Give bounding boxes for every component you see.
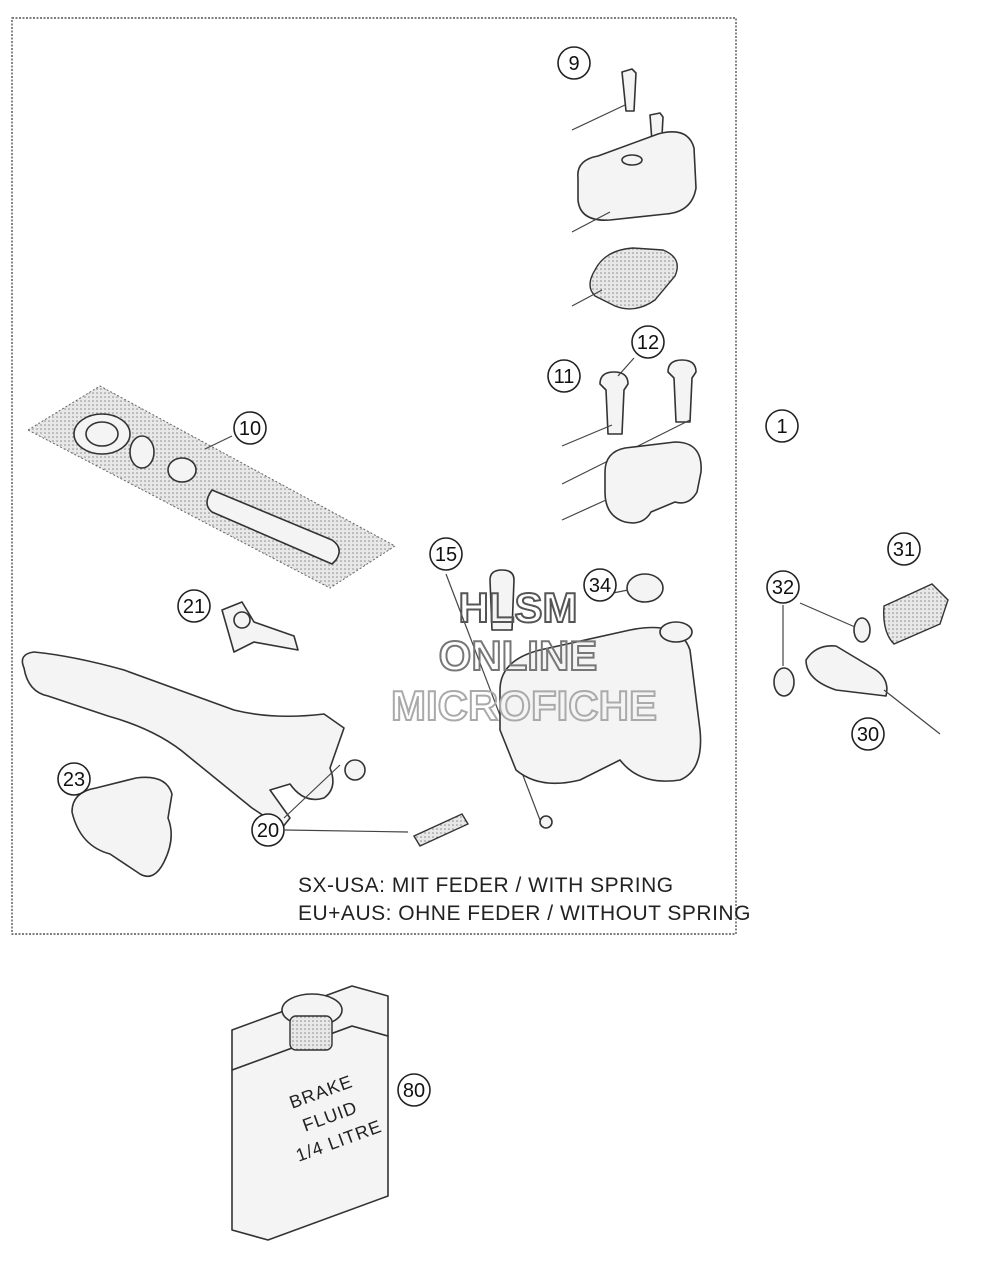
svg-text:15: 15 xyxy=(435,544,457,566)
callout-80: 80 xyxy=(397,1073,431,1107)
callout-30: 30 xyxy=(851,717,885,751)
watermark-line-3: MICROFICHE xyxy=(391,682,657,729)
pivot-bolt-adjuster xyxy=(221,601,299,653)
lever-clamp-cover xyxy=(71,776,173,878)
handlebar-clamp xyxy=(604,441,702,524)
callout-11: 11 xyxy=(547,359,581,393)
callout-15: 15 xyxy=(429,537,463,571)
master-cylinder-screw xyxy=(445,569,553,829)
callout-9: 9 xyxy=(557,46,591,80)
svg-text:31: 31 xyxy=(893,539,915,561)
note-line-1: SX-USA: MIT FEDER / WITH SPRING xyxy=(298,874,674,897)
brake-fluid-bottle xyxy=(231,985,389,1241)
svg-text:10: 10 xyxy=(239,418,261,440)
svg-text:20: 20 xyxy=(257,820,279,842)
callout-32: 32 xyxy=(766,570,800,604)
repair-kit xyxy=(26,385,396,589)
master-cylinder-body xyxy=(499,626,702,785)
svg-text:12: 12 xyxy=(637,332,659,354)
clutch-lever xyxy=(21,651,345,829)
svg-text:30: 30 xyxy=(857,724,879,746)
svg-text:1: 1 xyxy=(776,416,787,438)
hose-fitting-group xyxy=(773,583,949,735)
svg-text:80: 80 xyxy=(403,1080,425,1102)
callout-10: 10 xyxy=(233,411,267,445)
reservoir-cover-group xyxy=(571,68,697,310)
lever-spring xyxy=(412,813,470,847)
watermark-line-2: ONLINE xyxy=(439,632,598,679)
callout-20: 20 xyxy=(251,813,285,847)
callout-23: 23 xyxy=(57,762,91,796)
svg-text:11: 11 xyxy=(554,366,575,388)
callout-34: 34 xyxy=(583,568,617,602)
callout-12: 12 xyxy=(631,325,665,359)
svg-text:21: 21 xyxy=(183,596,205,618)
svg-text:23: 23 xyxy=(63,769,85,791)
note-line-2: EU+AUS: OHNE FEDER / WITHOUT SPRING xyxy=(298,902,751,925)
callout-1: 1 xyxy=(765,409,799,443)
kit-frame xyxy=(11,17,737,935)
svg-text:9: 9 xyxy=(568,53,579,75)
watermark-line-1: HLSM xyxy=(459,584,578,631)
svg-text:34: 34 xyxy=(589,575,611,597)
callout-31: 31 xyxy=(887,532,921,566)
svg-text:32: 32 xyxy=(772,577,794,599)
callout-21: 21 xyxy=(177,589,211,623)
